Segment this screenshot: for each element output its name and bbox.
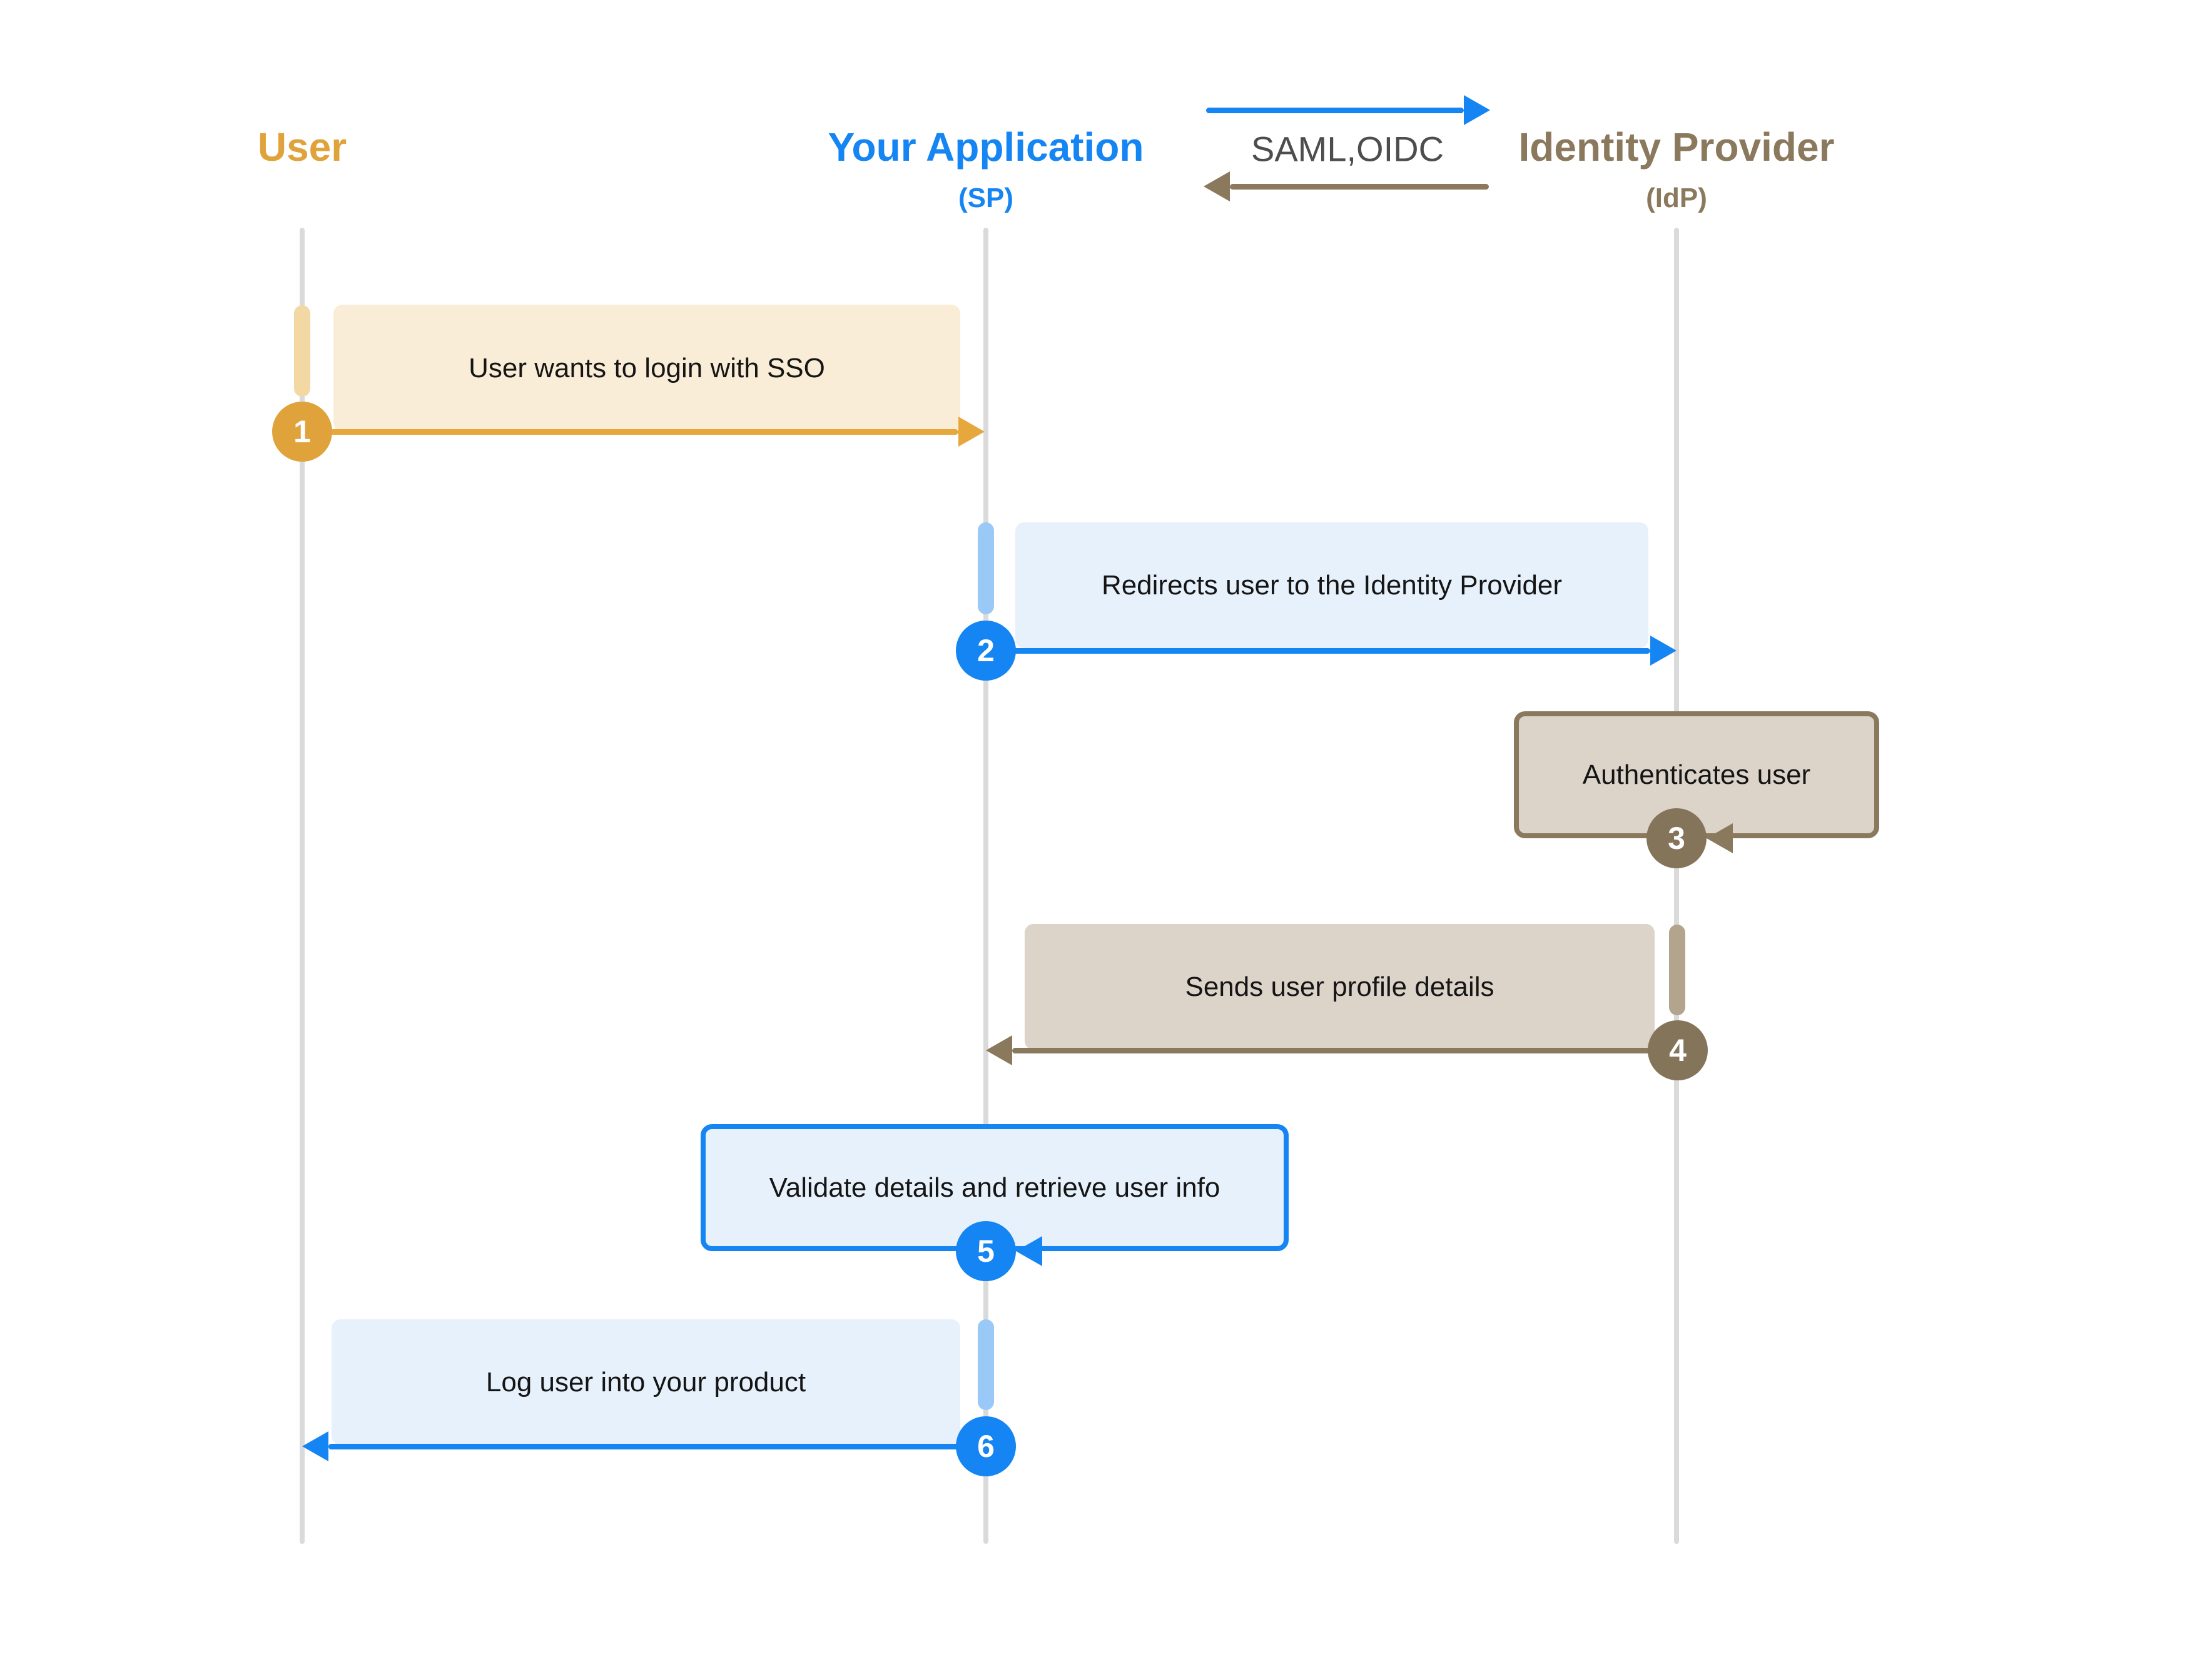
step6-arrow-head-icon xyxy=(302,1431,328,1461)
application-activation-bar-step2 xyxy=(978,522,994,614)
step2-arrow-head-icon xyxy=(1650,636,1677,666)
step5-arrow-head-icon xyxy=(1016,1236,1042,1266)
step4-arrow-line xyxy=(1012,1048,1678,1053)
identity-provider-activation-bar xyxy=(1669,925,1685,1015)
step1-number-badge: 1 xyxy=(272,402,332,462)
actor-user-label: User xyxy=(257,124,347,170)
step2-number-badge: 2 xyxy=(956,621,1016,681)
protocol-arrow-left-head-icon xyxy=(1204,171,1230,201)
step4-arrow-head-icon xyxy=(986,1035,1012,1065)
user-lifeline xyxy=(300,228,305,1544)
user-activation-bar xyxy=(294,305,310,397)
step6-number-badge: 6 xyxy=(956,1416,1016,1476)
actor-application-label: Your Application xyxy=(828,124,1144,170)
step6-arrow-line xyxy=(328,1444,986,1449)
application-activation-bar-step6 xyxy=(978,1319,994,1410)
step6-message-box: Log user into your product xyxy=(332,1319,960,1445)
step2-arrow-line xyxy=(986,648,1650,654)
step3-arrow-head-icon xyxy=(1707,823,1733,853)
step4-message-box: Sends user profile details xyxy=(1025,924,1655,1050)
step4-number-badge: 4 xyxy=(1648,1020,1708,1080)
application-lifeline xyxy=(983,228,988,1544)
step1-arrow-line xyxy=(302,429,958,435)
identity-provider-lifeline xyxy=(1674,228,1679,1544)
actor-identity-provider-label: Identity Provider xyxy=(1518,124,1835,170)
actor-application-subtitle: (SP) xyxy=(958,183,1013,213)
protocol-label: SAML,OIDC xyxy=(1251,129,1444,169)
step1-message-box: User wants to login with SSO xyxy=(333,305,960,432)
protocol-arrow-left-line xyxy=(1230,184,1489,190)
actor-identity-provider-subtitle: (IdP) xyxy=(1646,183,1707,213)
step1-arrow-head-icon xyxy=(958,417,985,447)
protocol-arrow-right-head-icon xyxy=(1464,95,1490,125)
protocol-arrow-right-line xyxy=(1206,108,1464,113)
step3-number-badge: 3 xyxy=(1646,808,1707,868)
step5-number-badge: 5 xyxy=(956,1221,1016,1281)
step2-message-box: Redirects user to the Identity Provider xyxy=(1015,522,1648,648)
